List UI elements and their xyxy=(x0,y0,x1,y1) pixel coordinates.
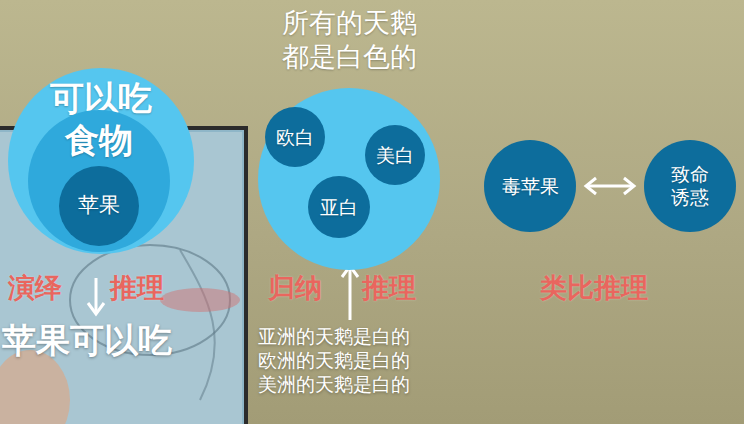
node-text: 所有的天鹅 都是白色的 xyxy=(269,6,429,74)
instance-circle: 苹果 xyxy=(59,166,139,246)
analogy-circle: 毒苹果 xyxy=(484,140,576,232)
node-text: 欧白 xyxy=(276,126,314,149)
sample-circle: 亚白 xyxy=(308,176,370,238)
method-label: 推理 xyxy=(362,270,416,306)
premise-note: 美洲的天鹅是白的 xyxy=(258,372,410,398)
up-arrow xyxy=(349,268,352,320)
category-circle: 食物苹果 xyxy=(28,110,170,252)
conclusion-circle: 所有的天鹅 都是白色的欧白美白亚白 xyxy=(258,88,440,270)
sample-circle: 美白 xyxy=(365,125,425,185)
sample-circle: 欧白 xyxy=(265,107,325,167)
node-text: 致命 诱惑 xyxy=(668,163,712,209)
node-text: 美白 xyxy=(376,144,414,167)
premise-note: 亚洲的天鹅是白的 xyxy=(258,324,410,350)
condition-circle: 可以吃食物苹果 xyxy=(8,68,194,254)
premise-note: 欧洲的天鹅是白的 xyxy=(258,348,410,374)
down-arrow xyxy=(95,278,98,312)
down-arrow-head xyxy=(88,303,104,314)
screen-sketch xyxy=(160,288,240,312)
hand xyxy=(0,350,70,424)
screen-sketch xyxy=(180,250,215,400)
node-text: 毒苹果 xyxy=(502,175,559,198)
node-text: 苹果 xyxy=(78,193,120,218)
analogy-connector xyxy=(586,178,634,194)
method-label: 推理 xyxy=(110,270,164,306)
method-label: 类比推理 xyxy=(540,270,648,306)
node-text: 食物 xyxy=(65,120,133,161)
analogy-circle: 致命 诱惑 xyxy=(644,140,736,232)
conclusion-label: 苹果可以吃 xyxy=(2,318,172,364)
node-text: 亚白 xyxy=(320,196,358,219)
method-label: 归纳 xyxy=(268,270,322,306)
method-label: 演绎 xyxy=(8,270,62,306)
